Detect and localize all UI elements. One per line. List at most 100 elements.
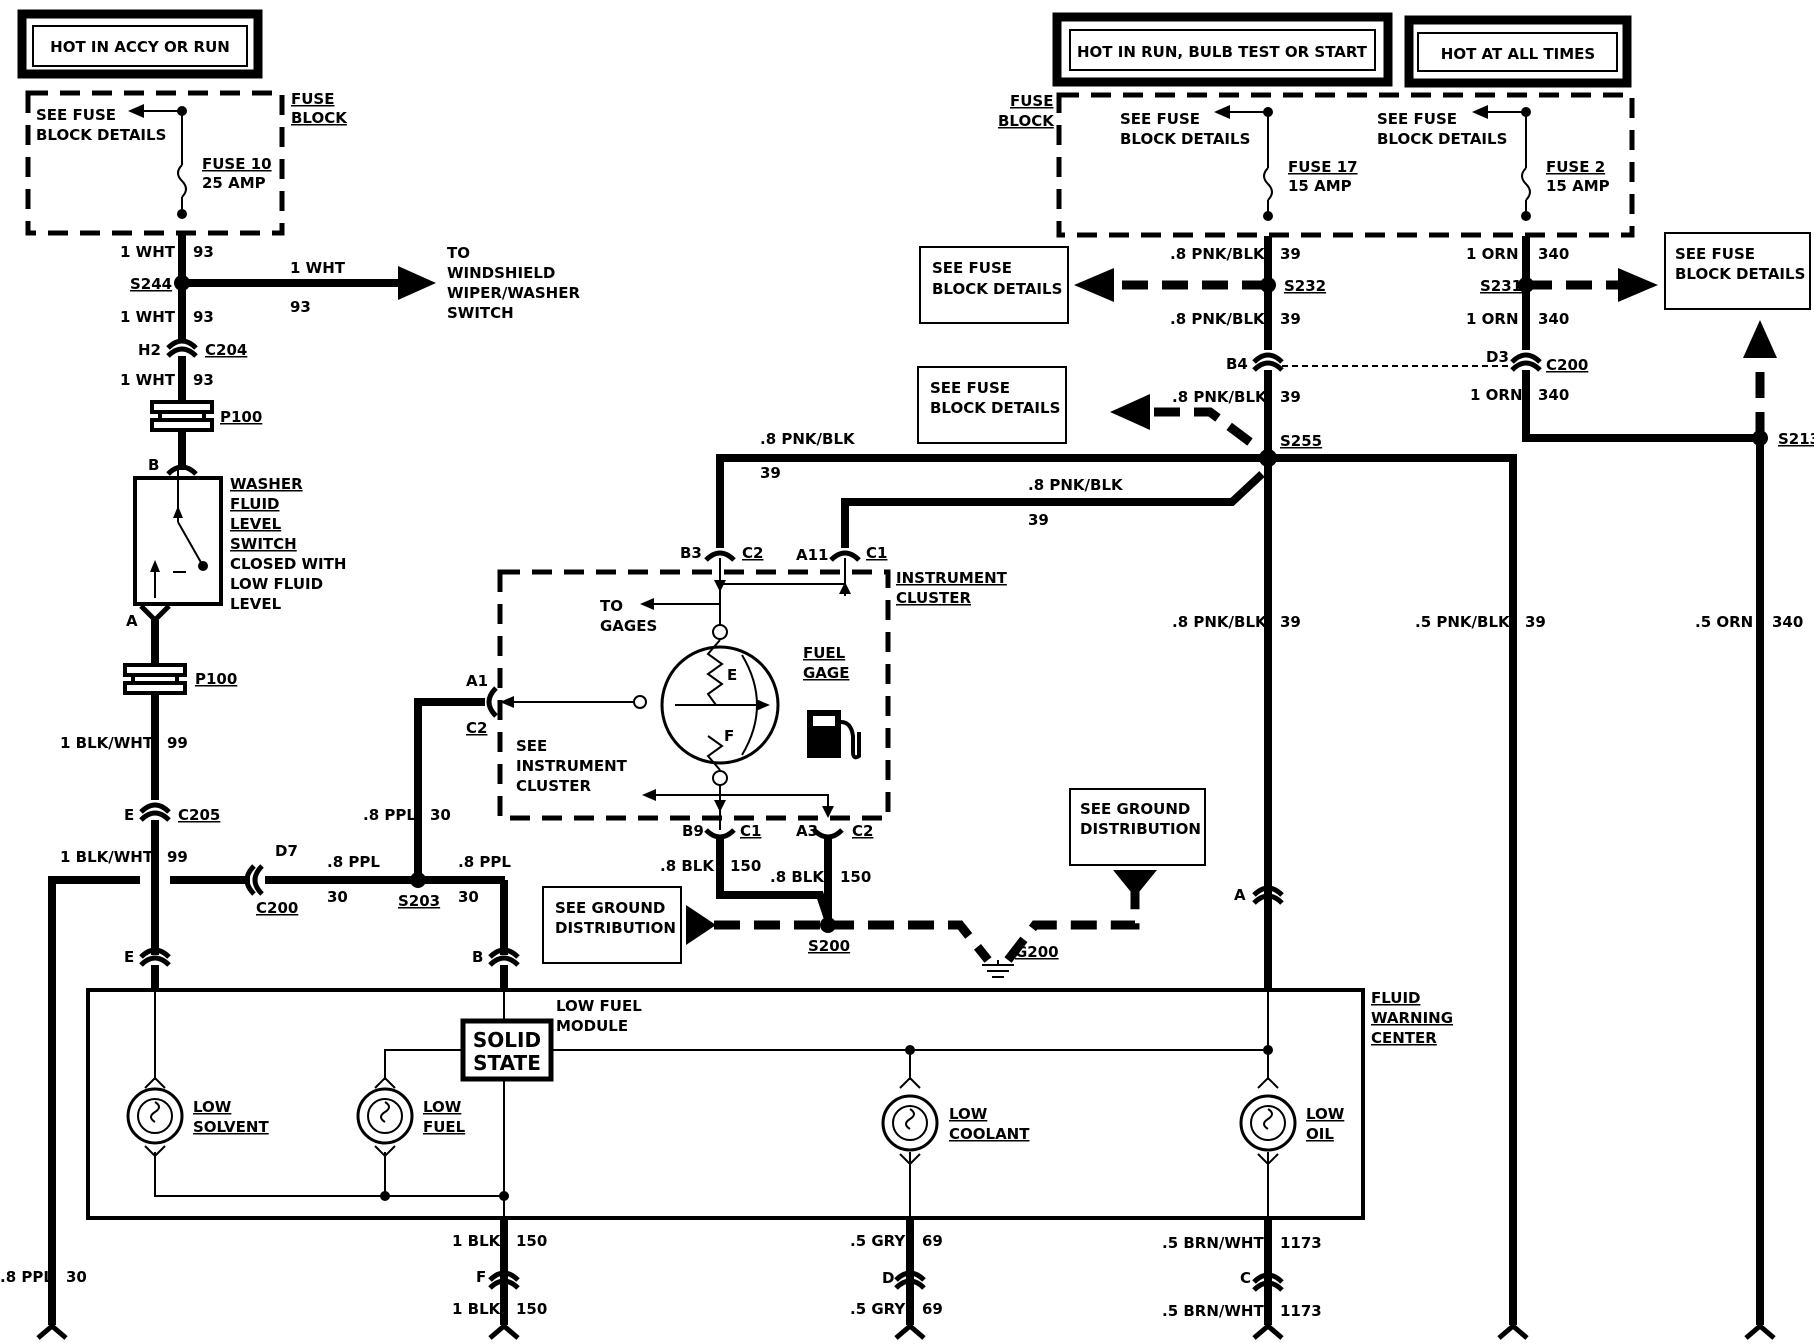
svg-text:.8 PPL: .8 PPL xyxy=(327,853,380,871)
bottom-blk-output: 1 BLK 150 F 1 BLK 150 xyxy=(452,1218,547,1340)
svg-text:S213: S213 xyxy=(1778,430,1814,448)
svg-text:COOLANT: COOLANT xyxy=(949,1125,1030,1143)
svg-text:LOW: LOW xyxy=(949,1105,988,1123)
svg-text:340: 340 xyxy=(1772,613,1803,631)
svg-text:69: 69 xyxy=(922,1300,943,1318)
lamp-fuel-icon xyxy=(356,1087,414,1145)
svg-text:.5 BRN/WHT: .5 BRN/WHT xyxy=(1162,1302,1264,1320)
svg-text:FUSE 10: FUSE 10 xyxy=(202,155,272,173)
fuse-block-left: FUSE BLOCK SEE FUSE BLOCK DETAILS FUSE 1… xyxy=(25,90,348,236)
svg-text:C204: C204 xyxy=(205,341,247,359)
svg-text:1 BLK: 1 BLK xyxy=(452,1300,502,1318)
bottom-brn-output: .5 BRN/WHT 1173 C .5 BRN/WHT 1173 xyxy=(1162,1218,1322,1340)
svg-text:LEVEL: LEVEL xyxy=(230,515,282,533)
svg-text:F: F xyxy=(476,1268,486,1286)
svg-text:.8 PPL: .8 PPL xyxy=(0,1268,53,1286)
svg-text:39: 39 xyxy=(1280,613,1301,631)
svg-text:SWITCH: SWITCH xyxy=(447,304,514,322)
svg-text:CLUSTER: CLUSTER xyxy=(896,589,971,607)
svg-text:D: D xyxy=(882,1269,894,1287)
svg-text:LOW FLUID: LOW FLUID xyxy=(230,575,323,593)
svg-text:FUSE 17: FUSE 17 xyxy=(1288,158,1358,176)
svg-text:C1: C1 xyxy=(740,822,761,840)
svg-text:FUEL: FUEL xyxy=(803,644,846,662)
svg-text:1 WHT: 1 WHT xyxy=(120,371,176,389)
svg-text:C200: C200 xyxy=(256,899,298,917)
svg-text:WARNING: WARNING xyxy=(1371,1009,1453,1027)
svg-text:1 BLK/WHT: 1 BLK/WHT xyxy=(60,848,154,866)
svg-text:C2: C2 xyxy=(742,544,763,562)
svg-text:C: C xyxy=(1240,1269,1251,1287)
svg-text:DISTRIBUTION: DISTRIBUTION xyxy=(555,919,676,937)
svg-text:1173: 1173 xyxy=(1280,1302,1322,1320)
svg-text:S200: S200 xyxy=(808,937,850,955)
svg-text:S244: S244 xyxy=(130,275,172,293)
svg-text:S203: S203 xyxy=(398,892,440,910)
svg-text:GAGE: GAGE xyxy=(803,664,849,682)
svg-text:99: 99 xyxy=(167,734,188,752)
svg-text:1173: 1173 xyxy=(1280,1234,1322,1252)
svg-text:SEE GROUND: SEE GROUND xyxy=(1080,800,1190,818)
svg-text:150: 150 xyxy=(840,868,871,886)
svg-text:.5 PNK/BLK: .5 PNK/BLK xyxy=(1415,613,1511,631)
fuel-gage-dial-icon xyxy=(660,645,780,765)
svg-text:39: 39 xyxy=(1525,613,1546,631)
svg-text:LOW: LOW xyxy=(1306,1105,1345,1123)
svg-text:A: A xyxy=(1234,886,1246,904)
svg-text:1 BLK: 1 BLK xyxy=(452,1232,502,1250)
svg-text:1 ORN: 1 ORN xyxy=(1466,245,1519,263)
svg-text:99: 99 xyxy=(167,848,188,866)
svg-text:1 WHT: 1 WHT xyxy=(120,243,176,261)
svg-text:150: 150 xyxy=(730,857,761,875)
svg-text:LOW: LOW xyxy=(193,1098,232,1116)
svg-text:TO: TO xyxy=(447,244,470,262)
svg-text:A1: A1 xyxy=(466,672,488,690)
fuse-block-right: FUSE BLOCK SEE FUSE BLOCK DETAILS FUSE 1… xyxy=(998,92,1635,238)
orn-circuit: 1 ORN 340 S231 SEE FUSE BLOCK DETAILS 1 … xyxy=(1466,232,1814,1340)
svg-text:C200: C200 xyxy=(1546,356,1588,374)
svg-text:E: E xyxy=(124,806,134,824)
svg-text:39: 39 xyxy=(1280,245,1301,263)
fluid-warning-center: FLUID WARNING CENTER LOW FUEL MODULE SOL… xyxy=(86,988,1453,1220)
header-accy-run: HOT IN ACCY OR RUN xyxy=(17,9,263,79)
svg-text:SOLID: SOLID xyxy=(473,1028,541,1052)
svg-text:B4: B4 xyxy=(1226,355,1248,373)
svg-text:39: 39 xyxy=(760,464,781,482)
svg-text:FLUID: FLUID xyxy=(1371,989,1420,1007)
svg-text:.8 PNK/BLK: .8 PNK/BLK xyxy=(1172,388,1268,406)
svg-text:30: 30 xyxy=(327,888,348,906)
svg-text:1 ORN: 1 ORN xyxy=(1470,386,1523,404)
ppl-circuit: D7 C200 .8 PPL 30 S203 .8 PPL 30 .8 PPL … xyxy=(0,672,520,1340)
svg-text:OIL: OIL xyxy=(1306,1125,1334,1143)
svg-text:SEE FUSE: SEE FUSE xyxy=(36,106,116,124)
svg-text:INSTRUMENT: INSTRUMENT xyxy=(896,569,1008,587)
svg-text:BLOCK DETAILS: BLOCK DETAILS xyxy=(1377,130,1507,148)
fuse-17-icon xyxy=(1263,167,1273,201)
svg-text:F: F xyxy=(724,727,734,745)
fuse-10-icon xyxy=(177,164,187,198)
washer-fluid-level-switch: WASHER FLUID LEVEL SWITCH CLOSED WITH LO… xyxy=(133,470,346,613)
svg-text:GAGES: GAGES xyxy=(600,617,657,635)
svg-text:DISTRIBUTION: DISTRIBUTION xyxy=(1080,820,1201,838)
svg-text:S231: S231 xyxy=(1480,277,1522,295)
svg-text:.8 PNK/BLK: .8 PNK/BLK xyxy=(1172,613,1268,631)
svg-text:P100: P100 xyxy=(220,408,262,426)
fuel-pump-icon xyxy=(807,710,861,760)
svg-text:CENTER: CENTER xyxy=(1371,1029,1437,1047)
left-blk-wht-circuit: A P100 1 BLK/WHT 99 E C205 1 BLK/WHT 99 … xyxy=(60,604,237,990)
svg-text:BLOCK DETAILS: BLOCK DETAILS xyxy=(1675,265,1805,283)
svg-text:.5 ORN: .5 ORN xyxy=(1695,613,1753,631)
svg-text:C2: C2 xyxy=(852,822,873,840)
svg-text:SEE FUSE: SEE FUSE xyxy=(932,259,1012,277)
svg-text:BLOCK: BLOCK xyxy=(998,112,1055,130)
header-run-text: HOT IN RUN, BULB TEST OR START xyxy=(1077,43,1368,61)
svg-text:A11: A11 xyxy=(796,546,828,564)
svg-text:E: E xyxy=(727,666,737,684)
svg-text:30: 30 xyxy=(458,888,479,906)
svg-text:.5 GRY: .5 GRY xyxy=(850,1232,906,1250)
svg-text:BLOCK: BLOCK xyxy=(291,109,348,127)
svg-text:.5 BRN/WHT: .5 BRN/WHT xyxy=(1162,1234,1264,1252)
svg-text:C205: C205 xyxy=(178,806,220,824)
svg-text:1 WHT: 1 WHT xyxy=(120,308,176,326)
